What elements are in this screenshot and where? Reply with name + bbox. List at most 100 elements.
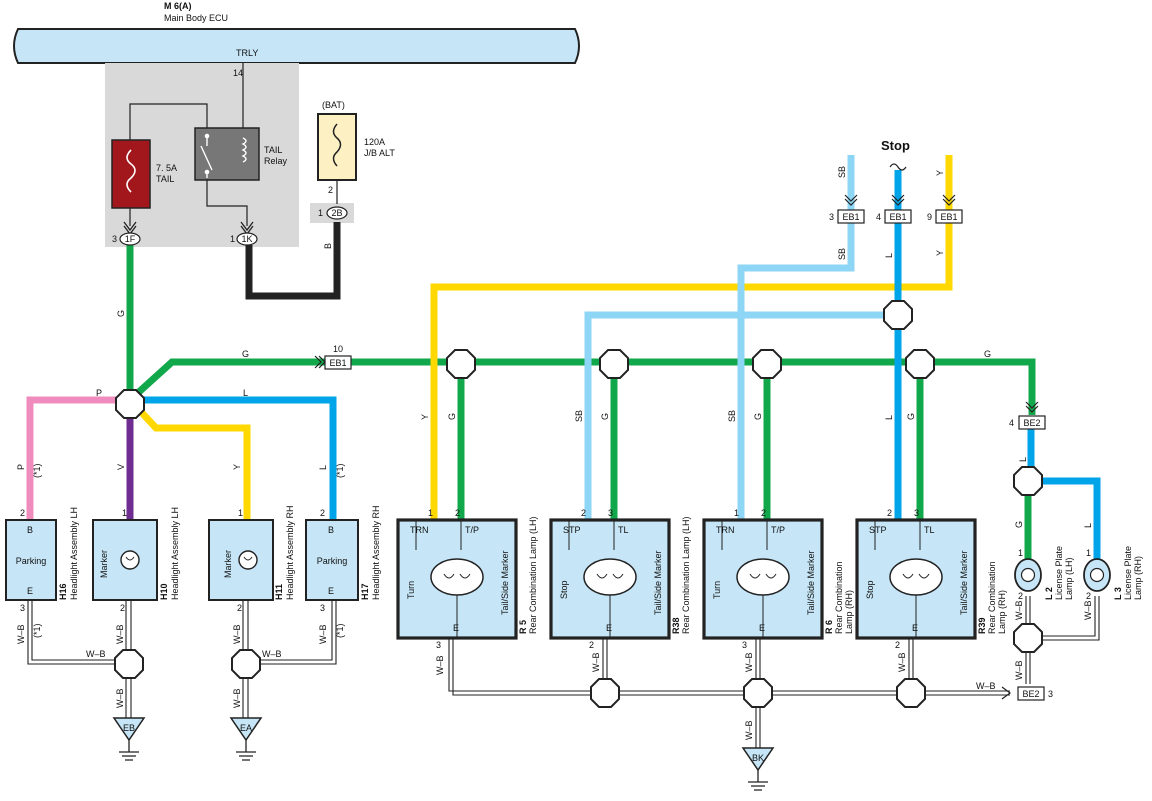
fuse-icon — [126, 149, 136, 193]
splice-rear-3 — [896, 678, 926, 708]
rear-lamp-pin-e: 3 — [436, 640, 441, 650]
ground-ea-label: EA — [240, 723, 252, 733]
ground-wires — [27, 596, 1100, 748]
wire-sb-rear — [737, 155, 855, 520]
lbl-l-lic: L — [1018, 457, 1028, 462]
headlight-h11: Marker 1 2 H11 Headlight Assembly RH — [208, 505, 295, 613]
lbl-g-r39: G — [906, 413, 916, 420]
l3-name2: Lamp (RH) — [1133, 556, 1143, 600]
rear-lamp-term-2: TL — [618, 525, 629, 535]
conn-1f-pin: 3 — [112, 234, 117, 244]
splice-rear-1 — [590, 678, 620, 708]
headlight-h16: B Parking E 2 3 H16 Headlight Assembly L… — [5, 507, 79, 613]
h11-name: Headlight Assembly RH — [285, 505, 295, 600]
h16-code: H16 — [58, 583, 68, 600]
wb-1: W–B — [16, 624, 26, 644]
lbl-g-1: G — [116, 310, 126, 317]
rear-lamp-pin-e: 2 — [895, 640, 900, 650]
alt-pin-2: 2 — [328, 185, 333, 195]
rear-lamp-code: R 6 — [824, 620, 834, 634]
lbl-y-top: Y — [935, 170, 945, 176]
relay-internal-wire — [129, 103, 208, 170]
rear-lamp-term-e: E — [759, 623, 765, 633]
l2-pin-bottom: 2 — [1018, 591, 1023, 601]
wb-9: W–B — [435, 655, 445, 675]
wb-8: W–B — [232, 688, 242, 708]
wb-2: W–B — [115, 624, 125, 644]
rear-lamp-pin-2: 2 — [455, 508, 460, 518]
eb1-sb-pin: 3 — [829, 212, 834, 222]
lbl-l-front: L — [318, 465, 328, 470]
h11-code: H11 — [274, 584, 284, 600]
eb1-g-id: EB1 — [329, 358, 346, 368]
tail-fuse-name: TAIL — [156, 174, 174, 184]
filament-icon — [902, 573, 930, 579]
h17-name: Headlight Assembly RH — [371, 505, 381, 600]
h17-code: H17 — [360, 583, 370, 600]
rear-lamp-term-1: TRN — [716, 525, 735, 535]
lbl-sb-mid: SB — [837, 248, 847, 260]
wb-6: W–B — [262, 649, 282, 659]
license-lamp-l2: 1 2 L 2 License Plate Lamp (LH) — [1014, 546, 1074, 601]
l3-pin-top: 1 — [1086, 548, 1091, 558]
lbl-l-lic2: L — [1083, 523, 1093, 528]
splice-rear-2 — [743, 678, 773, 708]
splice-ground-eb — [114, 649, 144, 679]
l2-pin-top: 1 — [1018, 548, 1023, 558]
l2-name2: Lamp (LH) — [1064, 557, 1074, 600]
wb-4: W–B — [115, 688, 125, 708]
filament-icon — [443, 573, 471, 579]
lbl-l-mid: L — [884, 253, 894, 258]
splice-g-r38 — [599, 349, 629, 379]
eb1-l-id: EB1 — [889, 212, 906, 222]
ground-eb-label: EB — [123, 723, 135, 733]
rear-lamp-code: R 5 — [518, 620, 528, 634]
wb-5: W–B — [232, 624, 242, 644]
connector-eb1-l: EB1 4 — [876, 194, 912, 224]
eb1-sb-id: EB1 — [842, 212, 859, 222]
be2-bottom-id: BE2 — [1022, 689, 1039, 699]
wb-12: W–B — [897, 652, 907, 672]
relay-name-2: Relay — [264, 156, 288, 166]
rear-lamp-term-1: STP — [869, 525, 887, 535]
tail-fuse: 7. 5A TAIL — [111, 139, 177, 209]
alt-name: J/B ALT — [364, 148, 395, 158]
rear-lamp-code: R38 — [671, 617, 681, 634]
conn-1k-id: 1K — [241, 234, 252, 244]
lbl-p: P — [16, 464, 26, 470]
lbl-l-r39: L — [884, 415, 894, 420]
conn-2b-pin: 1 — [318, 208, 323, 218]
wb-15: W–B — [1014, 600, 1024, 620]
lbl-g-2: G — [242, 349, 249, 359]
splice-stop — [883, 300, 913, 330]
ground-bk-label: BK — [752, 753, 764, 763]
lbl-sb-top: SB — [837, 166, 847, 178]
connector-be2-bottom: BE2 3 — [1017, 686, 1053, 701]
splice-g-r6 — [752, 349, 782, 379]
splice-ground-ea — [231, 649, 261, 679]
lbl-b: B — [323, 243, 333, 249]
splice-license-l — [1013, 466, 1043, 496]
wire-b — [245, 222, 341, 300]
wire-p — [26, 396, 130, 520]
eb1-y-id: EB1 — [940, 212, 957, 222]
rear-lamp-pin-2: 2 — [761, 508, 766, 518]
connector-1k: 1K 1 — [230, 221, 258, 246]
rear-lamp-term-1: TRN — [410, 525, 429, 535]
rear-lamp-term-e: E — [912, 623, 918, 633]
tail-fuse-rating: 7. 5A — [156, 163, 177, 173]
lbl-g-r5: G — [447, 413, 457, 420]
filament-icon — [596, 573, 624, 579]
rear-lamp-pin-e: 2 — [589, 640, 594, 650]
wb-7: W–B — [318, 624, 328, 644]
relay-out-wire — [206, 180, 248, 226]
ecu-bar — [13, 28, 580, 64]
h10-pin-bottom: 2 — [120, 603, 125, 613]
be2-bottom-pin: 3 — [1048, 689, 1053, 699]
h11-pin-top: 1 — [238, 508, 243, 518]
rear-lamp-term-e: E — [606, 623, 612, 633]
splice-license-wb — [1013, 623, 1043, 653]
lbl-sb-r38: SB — [574, 410, 584, 422]
ground-eb: EB — [112, 717, 146, 761]
